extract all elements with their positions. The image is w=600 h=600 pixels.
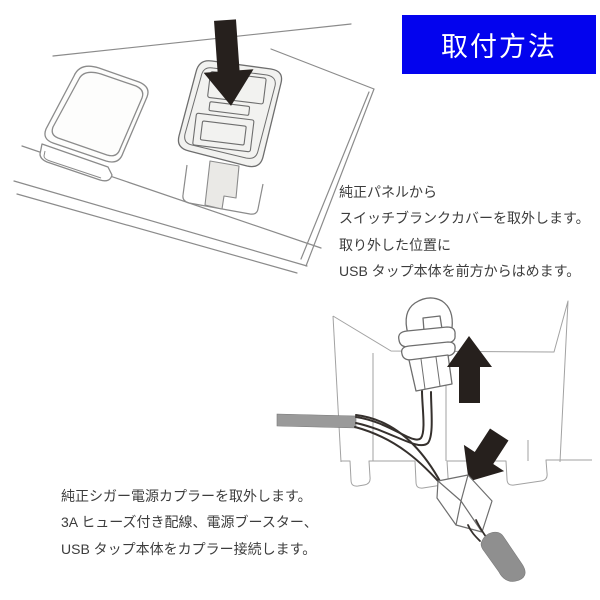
step2-line: 3A ヒューズ付き配線、電源ブースター、	[61, 514, 318, 531]
step1-instructions: 純正パネルから スイッチブランクカバーを取外します。 取り外した位置に USB …	[339, 179, 590, 284]
wire-sleeve	[276, 413, 357, 429]
step1-line: USB タップ本体を前方からはめます。	[339, 262, 581, 279]
step2-line: USB タップ本体をカプラー接続します。	[61, 540, 317, 557]
panel-install-illustration	[13, 19, 375, 274]
step1-line: 純正パネルから	[339, 184, 437, 200]
connector-tail-sleeve	[480, 531, 526, 582]
usb-port-lower-inner	[199, 120, 247, 146]
coupler-illustration	[276, 297, 592, 582]
step1-line: スイッチブランクカバーを取外します。	[339, 210, 590, 227]
up-arrow-icon	[447, 336, 492, 403]
down-right-arrow-icon	[463, 428, 509, 482]
step1-line: 取り外した位置に	[339, 236, 451, 253]
power-coupler-connector	[436, 474, 493, 533]
step2-line: 純正シガー電源カプラーを取外します。	[61, 488, 312, 504]
banner-label: 取付方法	[441, 32, 557, 62]
mounting-stem	[204, 160, 240, 210]
cigar-coupler	[398, 297, 456, 392]
installation-method-banner: 取付方法	[402, 15, 596, 74]
wires	[354, 390, 447, 491]
bracket-outline	[332, 300, 592, 489]
usb-port-lower	[192, 112, 255, 153]
blank-cover	[39, 65, 149, 182]
down-arrow-icon	[203, 19, 254, 106]
step2-instructions: 純正シガー電源カプラーを取外します。 3A ヒューズ付き配線、電源ブースター、 …	[61, 483, 318, 562]
